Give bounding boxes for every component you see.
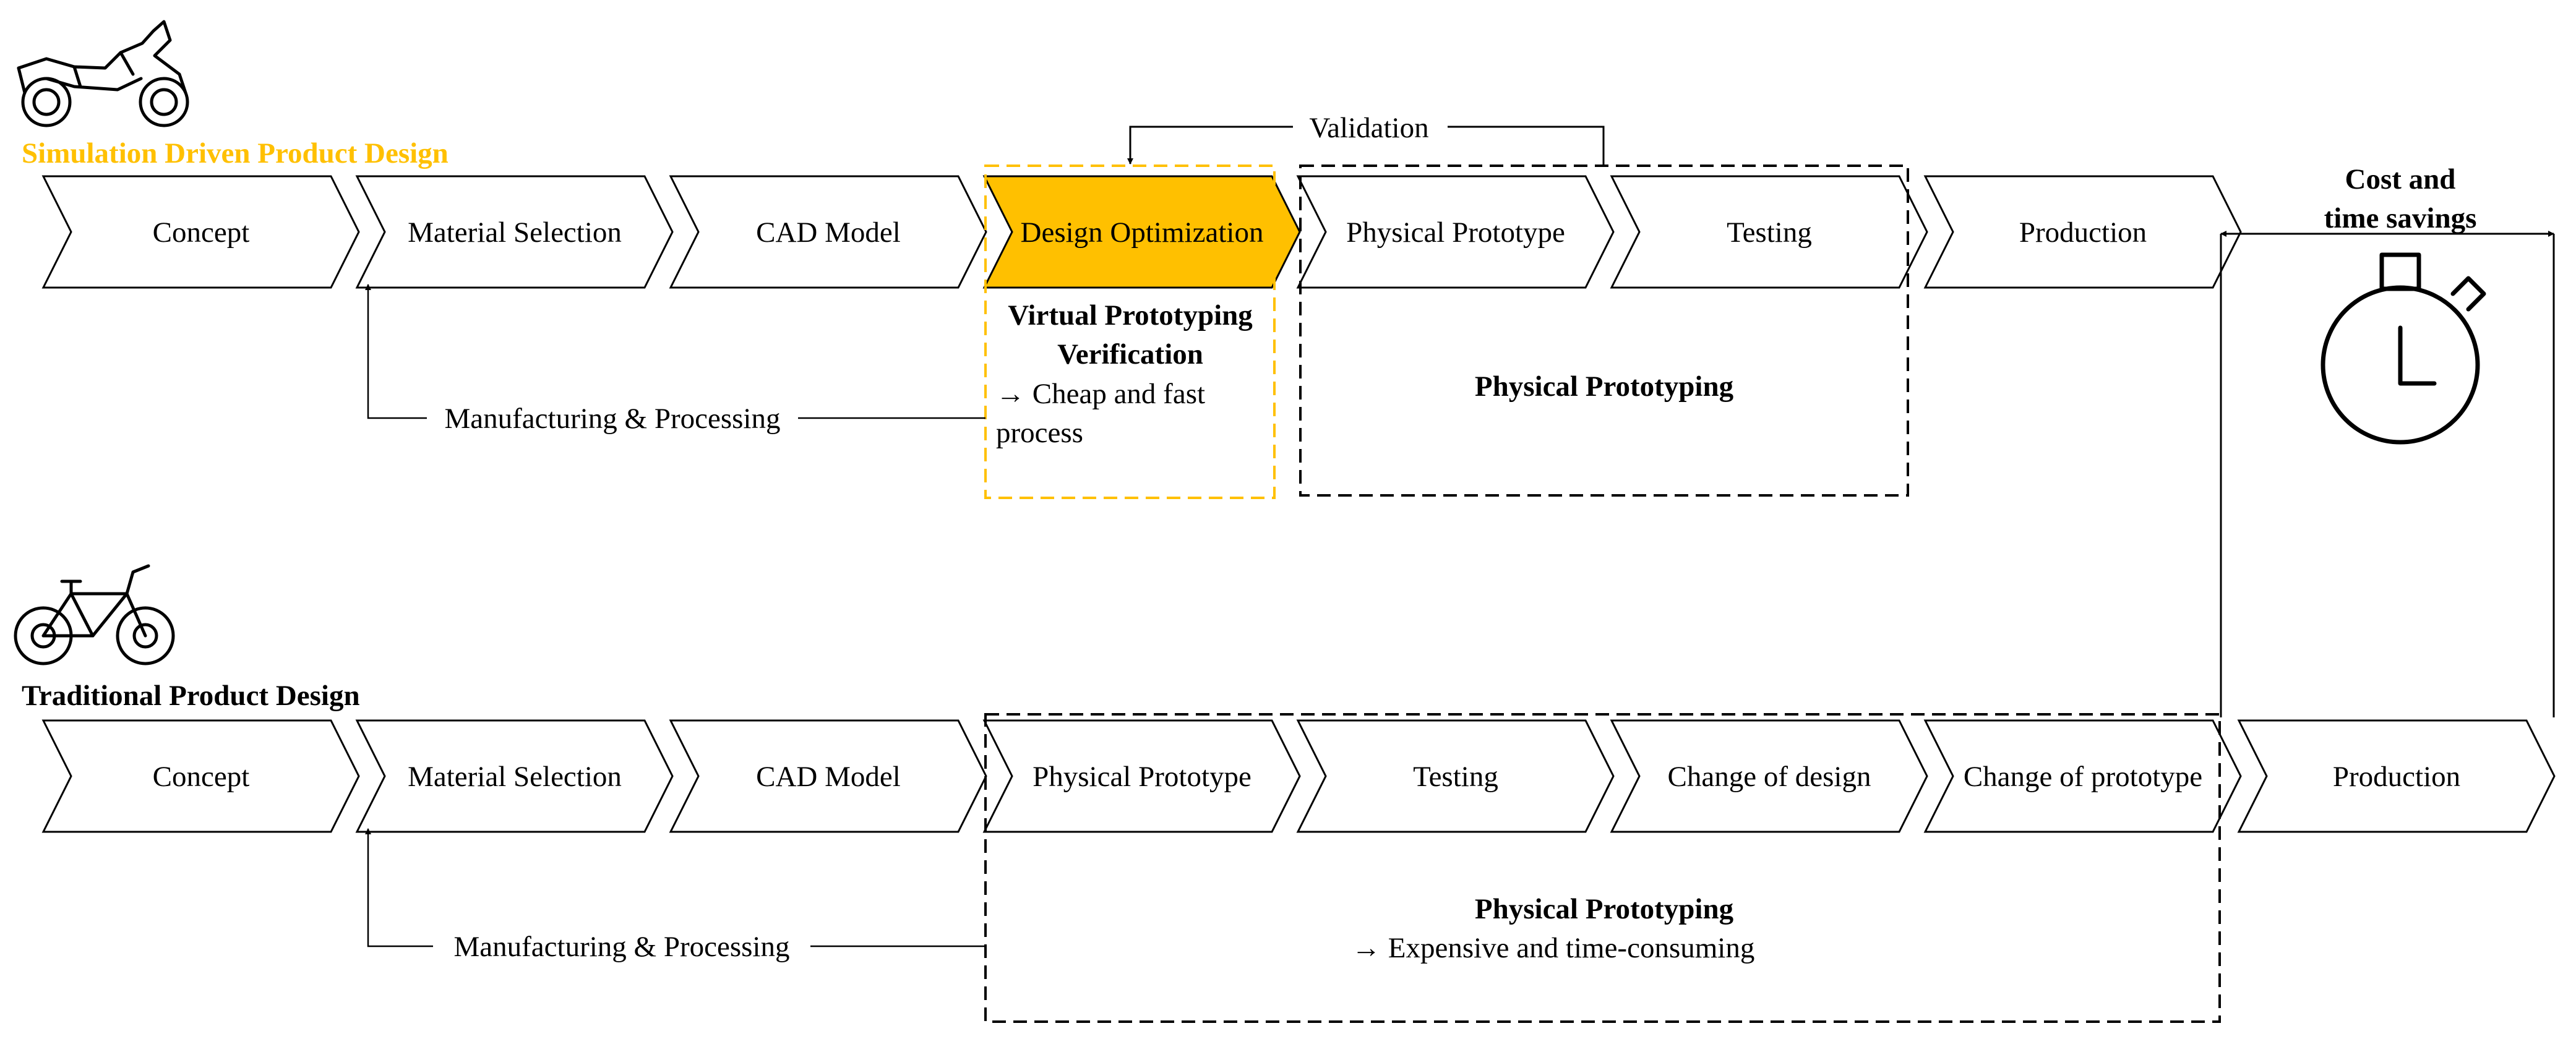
traditional-step-label-cad-model: CAD Model: [756, 761, 901, 793]
manufacturing-label-top: Manufacturing & Processing: [444, 403, 780, 435]
simulation-step-label-production: Production: [2019, 216, 2147, 249]
simulation-step-label-concept: Concept: [153, 216, 250, 249]
simulation-step-label-material-selection: Material Selection: [408, 216, 622, 249]
savings-line2: time savings: [2324, 202, 2477, 234]
traditional-step-row: Concept Material Selection CAD Model Physic…: [41, 719, 2556, 833]
traditional-step-label-testing: Testing: [1413, 761, 1498, 793]
simulation-step-physical-prototype: [1296, 175, 1615, 289]
simulation-step-cad-model: [669, 175, 987, 289]
manufacturing-label-bg-top: [427, 399, 798, 436]
traditional-step-production: [2237, 719, 2556, 833]
traditional-step-testing: [1296, 719, 1615, 833]
traditional-step-label-change-of-prototype: Change of prototype: [1964, 761, 2202, 793]
physical-prototyping-title-top: Physical Prototyping: [1475, 370, 1734, 403]
manufacturing-label-bg-bottom: [433, 928, 810, 965]
simulation-step-label-design-optimization: Design Optimization: [1021, 216, 1264, 249]
simulation-step-row: Concept Material Selection CAD Model Design…: [41, 175, 2242, 289]
virtual-note-line1: → Cheap and fast: [996, 378, 1205, 410]
virtual-note-line2: process: [996, 417, 1083, 449]
simulation-step-concept: [41, 175, 360, 289]
motorcycle-icon: [17, 20, 189, 127]
traditional-title: Traditional Product Design: [22, 680, 360, 712]
virtual-prototyping-title: Virtual Prototyping: [1008, 299, 1253, 331]
physical-prototyping-box-top: [1299, 165, 1909, 497]
traditional-step-change-of-design: [1610, 719, 1928, 833]
simulation-step-design-optimization: [982, 175, 1301, 289]
validation-label-bg: [1293, 110, 1448, 144]
physical-prototyping-box-bottom: [984, 713, 2221, 1023]
traditional-step-label-change-of-design: Change of design: [1668, 761, 1871, 793]
virtual-prototyping-box: [984, 165, 1276, 499]
simulation-step-testing: [1610, 175, 1928, 289]
physical-prototyping-note-bottom: → Expensive and time-consuming: [1352, 932, 1754, 964]
traditional-step-physical-prototype: [982, 719, 1301, 833]
traditional-step-material-selection: [355, 719, 674, 833]
traditional-step-label-material-selection: Material Selection: [408, 761, 622, 793]
manufacturing-arrow-top: [365, 284, 985, 419]
validation-label: Validation: [1309, 112, 1428, 144]
traditional-step-change-of-prototype: [1923, 719, 2242, 833]
manufacturing-label-bottom: Manufacturing & Processing: [453, 931, 789, 963]
physical-prototyping-title-bottom: Physical Prototyping: [1475, 893, 1734, 925]
traditional-step-label-concept: Concept: [153, 761, 250, 793]
savings-line1: Cost and: [2345, 163, 2456, 195]
simulation-step-production: [1923, 175, 2242, 289]
simulation-step-label-physical-prototype: Physical Prototype: [1346, 216, 1565, 249]
simulation-title: Simulation Driven Product Design: [22, 137, 449, 169]
traditional-step-concept: [41, 719, 360, 833]
stopwatch-icon: [2321, 252, 2486, 445]
simulation-step-label-testing: Testing: [1727, 216, 1812, 249]
virtual-verification-title: Verification: [1057, 338, 1203, 370]
simulation-step-material-selection: [355, 175, 674, 289]
traditional-step-label-physical-prototype: Physical Prototype: [1033, 761, 1252, 793]
traditional-step-label-production: Production: [2333, 761, 2460, 793]
simulation-step-label-cad-model: CAD Model: [756, 216, 901, 249]
bicycle-icon: [14, 564, 175, 665]
traditional-step-cad-model: [669, 719, 987, 833]
